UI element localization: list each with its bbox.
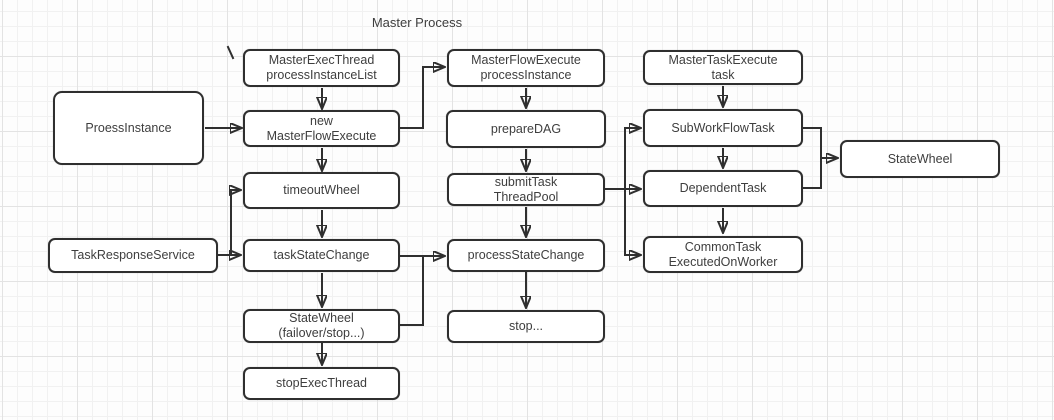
node-task-response-service[interactable]: TaskResponseService	[48, 238, 218, 273]
node-master-flow-execute[interactable]: MasterFlowExecute processInstance	[447, 49, 605, 87]
node-master-task-execute[interactable]: MasterTaskExecute task	[643, 50, 803, 85]
node-process-state-change[interactable]: processStateChange	[447, 239, 605, 272]
connector-newmasterflowexecute-to-masterflowexecute	[399, 67, 444, 129]
node-stop-exec-thread[interactable]: stopExecThread	[243, 367, 400, 400]
node-sub-workflow-task[interactable]: SubWorkFlowTask	[643, 109, 803, 147]
connector-taskresponseservice-to-timeoutwheel	[217, 190, 240, 256]
node-state-wheel-failover[interactable]: StateWheel (failover/stop...)	[243, 309, 400, 343]
node-state-wheel[interactable]: StateWheel	[840, 140, 1000, 178]
connector-statewheelfailover-to-processstatechange	[399, 255, 424, 326]
node-dependent-task[interactable]: DependentTask	[643, 170, 803, 207]
diagram-title[interactable]: Master Process	[371, 15, 463, 30]
node-timeout-wheel[interactable]: timeoutWheel	[243, 172, 400, 209]
node-task-state-change[interactable]: taskStateChange	[243, 239, 400, 272]
node-new-master-flow-execute[interactable]: new MasterFlowExecute	[243, 110, 400, 147]
node-master-exec-thread[interactable]: MasterExecThread processInstanceList	[243, 49, 400, 87]
stray-mark	[226, 45, 235, 60]
node-common-task[interactable]: CommonTask ExecutedOnWorker	[643, 236, 803, 273]
node-proess-instance[interactable]: ProessInstance	[53, 91, 204, 165]
node-stop[interactable]: stop...	[447, 310, 605, 343]
node-submit-task-thread-pool[interactable]: submitTask ThreadPool	[447, 173, 605, 206]
node-prepare-dag[interactable]: prepareDAG	[446, 110, 606, 148]
